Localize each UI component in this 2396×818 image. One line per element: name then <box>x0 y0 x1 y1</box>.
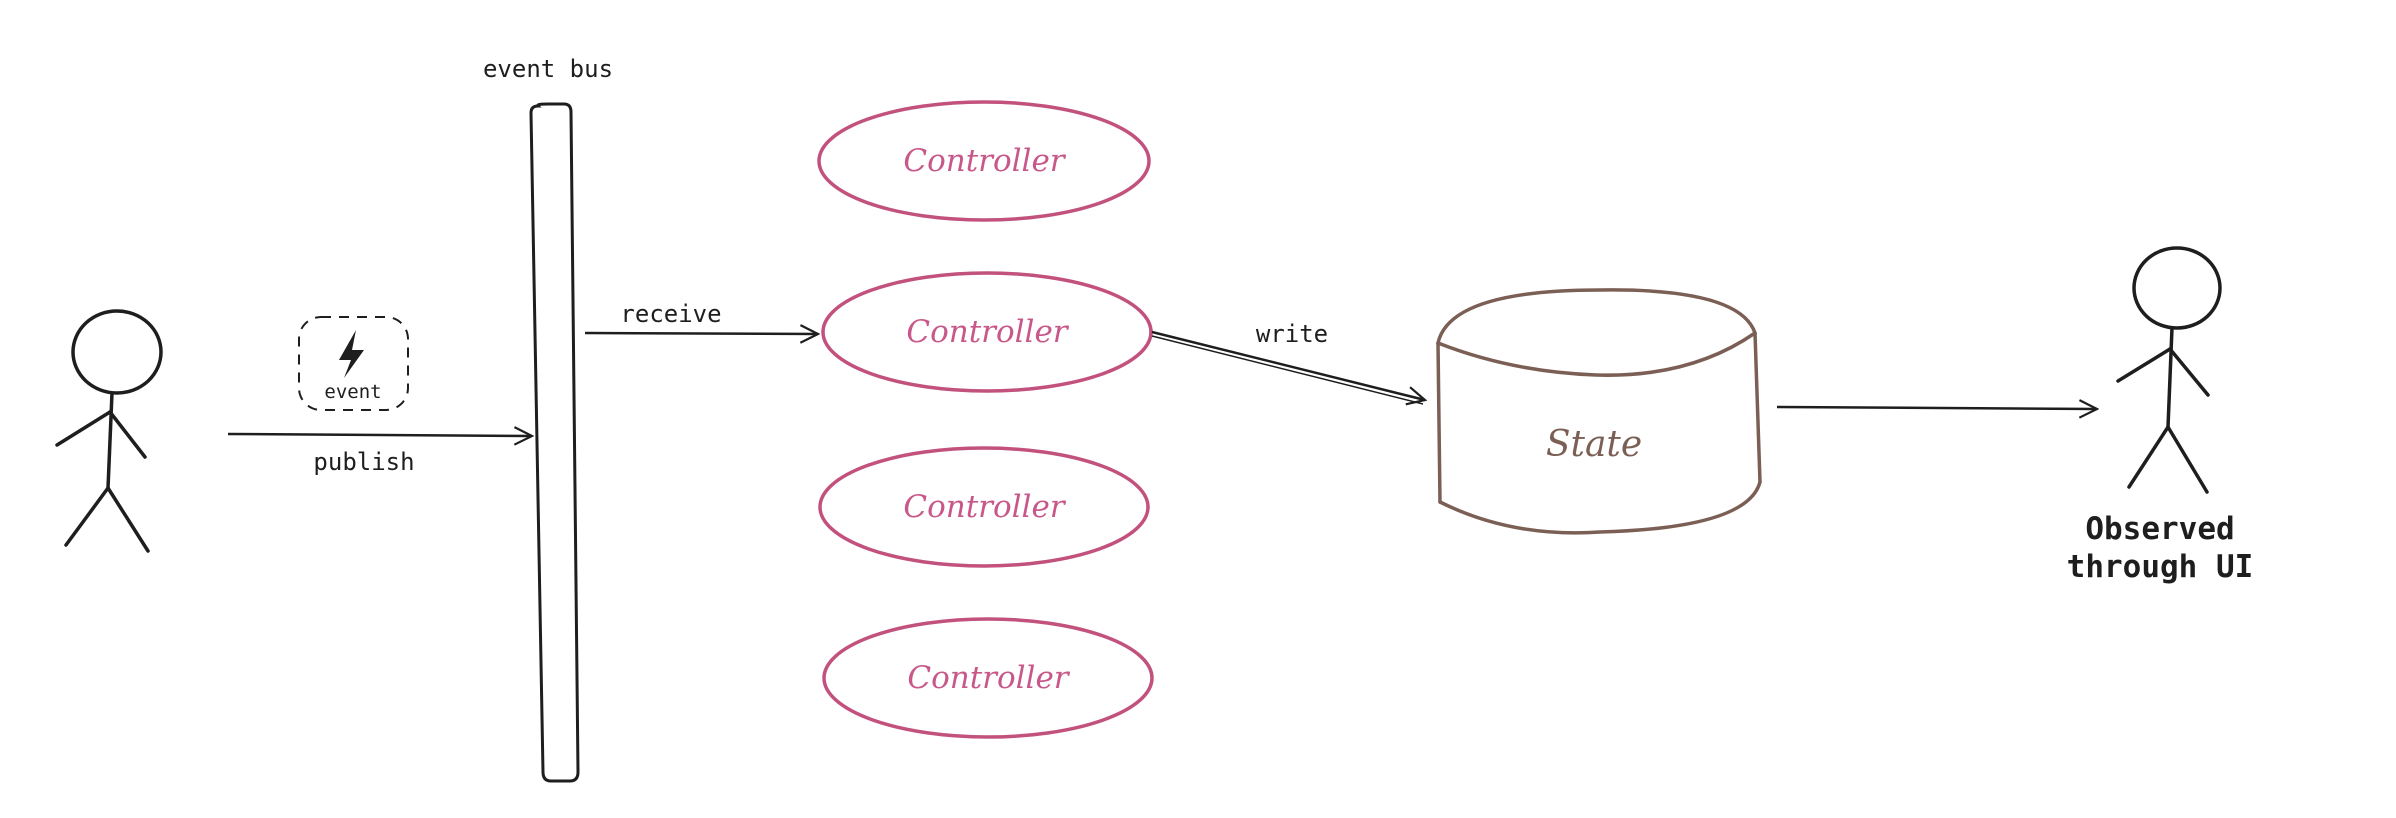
observer-left-leg <box>2127 425 2170 489</box>
event-bus-label: event bus <box>483 55 613 83</box>
controller-ellipse <box>818 446 1150 568</box>
controller-2: Controller <box>821 271 1153 393</box>
write-arrow-sketch-line <box>1151 335 1424 405</box>
publish-arrow <box>227 434 532 436</box>
publisher-body <box>106 391 114 490</box>
write-label: write <box>1256 320 1328 348</box>
receive-label: receive <box>620 300 721 328</box>
publisher-left-leg <box>64 486 110 547</box>
controller-ellipse <box>821 271 1153 393</box>
state-label: State <box>1546 424 1642 465</box>
controller-ellipse <box>817 100 1151 222</box>
write-arrow <box>1151 330 1425 400</box>
publisher-left-arm <box>55 410 112 447</box>
observer-body <box>2166 326 2174 429</box>
state-bottom <box>1438 480 1762 535</box>
controller-ellipse <box>822 617 1154 739</box>
state-top <box>1435 288 1758 377</box>
controller-4: Controller <box>822 617 1154 739</box>
observer-label-line1: Observed <box>2085 511 2234 547</box>
event-badge-border <box>298 316 409 411</box>
state-store <box>1435 288 1762 535</box>
controller-label: Controller <box>906 314 1069 350</box>
publish-label: publish <box>313 448 414 476</box>
observer-left-arm <box>2116 347 2172 383</box>
state-right-side <box>1753 331 1762 484</box>
publisher-right-arm <box>108 410 147 459</box>
state-left-side <box>1436 341 1442 504</box>
lightning-bolt-icon <box>339 330 364 378</box>
controller-label: Controller <box>903 489 1066 525</box>
observer-head <box>2132 246 2222 330</box>
controller-3: Controller <box>818 446 1150 568</box>
controller-label: Controller <box>907 660 1070 696</box>
event-badge-label: event <box>324 381 381 403</box>
controller-label: Controller <box>903 143 1066 179</box>
publisher-head <box>71 309 163 395</box>
observer-right-arm <box>2168 347 2210 397</box>
controller-1: Controller <box>817 100 1151 222</box>
publisher-actor <box>55 309 163 553</box>
event-badge: event <box>298 316 409 411</box>
observer-label-line2: through UI <box>2067 549 2254 585</box>
event-bus-bar <box>529 102 580 783</box>
publisher-right-leg <box>106 486 150 553</box>
observer-right-leg <box>2166 425 2209 494</box>
receive-arrow <box>584 333 818 334</box>
observe-arrow <box>1776 407 2097 409</box>
observer-actor <box>2116 246 2222 494</box>
